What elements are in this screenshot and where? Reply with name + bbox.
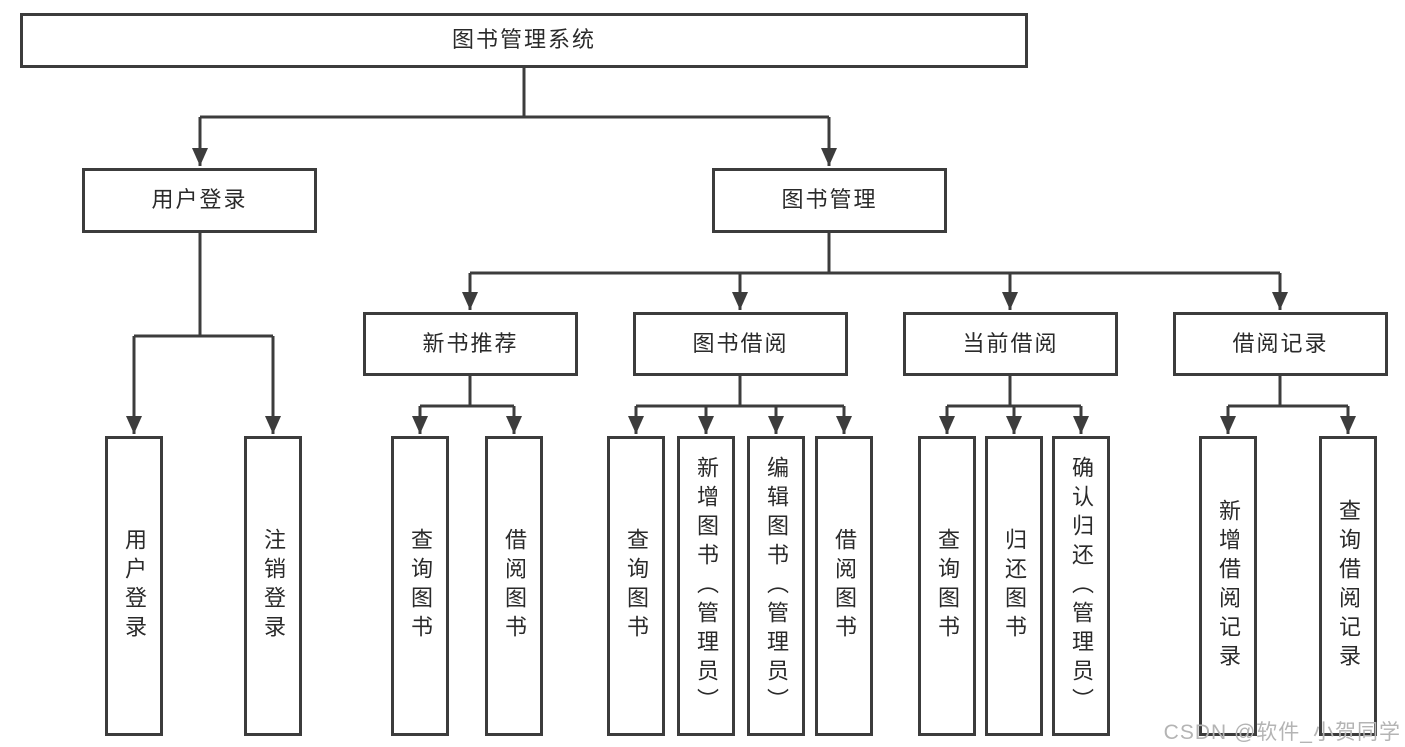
leaf-rec-query-books-label: 查询图书 <box>408 528 433 644</box>
node-current-borrow-label: 当前借阅 <box>962 330 1059 356</box>
connector-arrows <box>126 117 1356 434</box>
leaf-edit-books-admin: 编辑图书（管理员） <box>747 436 805 736</box>
leaf-add-borrow-record: 新增借阅记录 <box>1199 436 1257 736</box>
node-borrow-records: 借阅记录 <box>1173 312 1388 376</box>
leaf-query-borrow-record: 查询借阅记录 <box>1319 436 1377 736</box>
leaf-logout: 注销登录 <box>244 436 302 736</box>
leaf-borrow-query-books-label: 查询图书 <box>624 528 649 644</box>
leaf-rec-borrow-books: 借阅图书 <box>485 436 543 736</box>
leaf-return-books-label: 归还图书 <box>1002 528 1027 644</box>
leaf-confirm-return-admin-label: 确认归还（管理员） <box>1069 455 1094 717</box>
watermark-text: CSDN @软件_小贺同学 <box>1163 721 1401 744</box>
leaf-return-books: 归还图书 <box>985 436 1043 736</box>
leaf-rec-query-books: 查询图书 <box>391 436 449 736</box>
leaf-borrow-query-books: 查询图书 <box>607 436 665 736</box>
leaf-borrow-borrow-books-label: 借阅图书 <box>832 528 857 644</box>
leaf-edit-books-admin-label: 编辑图书（管理员） <box>764 455 789 717</box>
node-user-login: 用户登录 <box>82 168 317 233</box>
leaf-current-query-books-label: 查询图书 <box>935 528 960 644</box>
node-borrow-records-label: 借阅记录 <box>1232 330 1329 356</box>
leaf-confirm-return-admin: 确认归还（管理员） <box>1052 436 1110 736</box>
leaf-logout-label: 注销登录 <box>261 528 286 644</box>
connector-skeleton <box>134 68 1348 408</box>
node-book-management: 图书管理 <box>712 168 947 233</box>
leaf-add-books-admin: 新增图书（管理员） <box>677 436 735 736</box>
leaf-add-books-admin-label: 新增图书（管理员） <box>694 455 719 717</box>
leaf-current-query-books: 查询图书 <box>918 436 976 736</box>
node-user-login-label: 用户登录 <box>151 187 248 213</box>
leaf-rec-borrow-books-label: 借阅图书 <box>502 528 527 644</box>
leaf-add-borrow-record-label: 新增借阅记录 <box>1216 499 1241 673</box>
node-new-book-recommend: 新书推荐 <box>363 312 578 376</box>
node-root: 图书管理系统 <box>20 13 1028 68</box>
node-current-borrow: 当前借阅 <box>903 312 1118 376</box>
node-book-borrow: 图书借阅 <box>633 312 848 376</box>
leaf-user-login-label: 用户登录 <box>122 528 147 644</box>
leaf-borrow-borrow-books: 借阅图书 <box>815 436 873 736</box>
node-new-book-recommend-label: 新书推荐 <box>422 330 519 356</box>
node-book-management-label: 图书管理 <box>781 187 878 213</box>
leaf-user-login: 用户登录 <box>105 436 163 736</box>
node-root-label: 图书管理系统 <box>451 27 596 53</box>
node-book-borrow-label: 图书借阅 <box>692 330 789 356</box>
leaf-query-borrow-record-label: 查询借阅记录 <box>1336 499 1361 673</box>
